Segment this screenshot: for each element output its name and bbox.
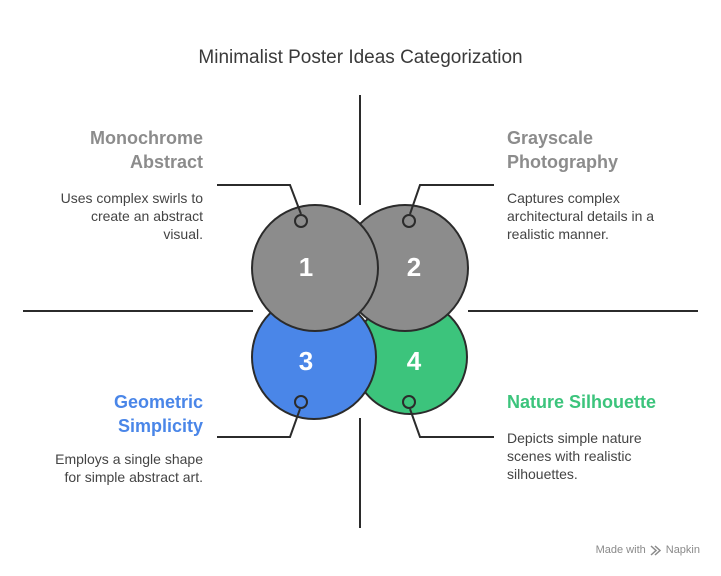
circle-4-number: 4 bbox=[407, 346, 422, 376]
quadrant-3-desc-line1: Employs a single shape bbox=[55, 451, 203, 467]
quadrant-1-description: Uses complex swirls to create an abstrac… bbox=[61, 189, 203, 243]
diagram-title: Minimalist Poster Ideas Categorization bbox=[198, 47, 523, 68]
circle-1-number: 1 bbox=[299, 252, 313, 282]
napkin-brand: Napkin bbox=[665, 544, 700, 556]
quadrant-4-desc-line1: Depicts simple nature bbox=[507, 430, 642, 446]
quadrant-1-heading-line1: Monochrome bbox=[89, 128, 203, 148]
napkin-logo-icon bbox=[650, 544, 661, 556]
connector-1-dot bbox=[294, 214, 308, 228]
quadrant-3-desc-line2: for simple abstract art. bbox=[64, 469, 204, 485]
connector-2-dot bbox=[402, 214, 416, 228]
quadrant-4-desc-line3: silhouettes. bbox=[507, 466, 578, 482]
quadrant-3-description: Employs a single shape for simple abstra… bbox=[55, 450, 203, 486]
connector-1 bbox=[217, 184, 302, 215]
quadrant-4-desc-line2: scenes with realistic bbox=[507, 448, 632, 464]
quadrant-3-heading-line1: Geometric bbox=[113, 392, 203, 412]
quadrant-4-description: Depicts simple nature scenes with realis… bbox=[507, 429, 642, 483]
circle-1 bbox=[251, 204, 379, 332]
quadrant-1-heading-line2: Abstract bbox=[129, 152, 203, 172]
quadrant-1-heading: Monochrome Abstract bbox=[90, 126, 203, 174]
quadrant-1-desc-line1: Uses complex swirls to bbox=[60, 190, 203, 206]
connector-4 bbox=[409, 408, 494, 438]
quadrant-3-heading: Geometric Simplicity bbox=[114, 390, 203, 438]
quadrant-1-desc-line3: visual. bbox=[163, 226, 203, 242]
connector-3-dot bbox=[294, 395, 308, 409]
connector-2 bbox=[409, 184, 494, 215]
quadrant-2-heading-line1: Grayscale bbox=[507, 128, 594, 148]
made-with-text: Made with bbox=[595, 544, 646, 556]
quadrant-4-heading: Nature Silhouette bbox=[507, 390, 656, 414]
connector-4-dot bbox=[402, 395, 416, 409]
quadrant-4-heading-line1: Nature Silhouette bbox=[507, 392, 657, 412]
quadrant-2-desc-line2: architectural details in a bbox=[507, 208, 655, 224]
connector-3 bbox=[217, 408, 301, 438]
quadrant-2-desc-line3: realistic manner. bbox=[507, 226, 609, 242]
quadrant-3-heading-line2: Simplicity bbox=[117, 416, 203, 436]
circle-2-number: 2 bbox=[407, 252, 421, 282]
quadrant-2-description: Captures complex architectural details i… bbox=[507, 189, 654, 243]
footer-credit: Made with Napkin bbox=[596, 544, 700, 556]
circle-3-number: 3 bbox=[299, 346, 313, 376]
quadrant-2-heading: Grayscale Photography bbox=[507, 126, 618, 174]
quadrant-2-desc-line1: Captures complex bbox=[507, 190, 620, 206]
quadrant-1-desc-line2: create an abstract bbox=[90, 208, 203, 224]
quadrant-2-heading-line2: Photography bbox=[507, 152, 618, 172]
